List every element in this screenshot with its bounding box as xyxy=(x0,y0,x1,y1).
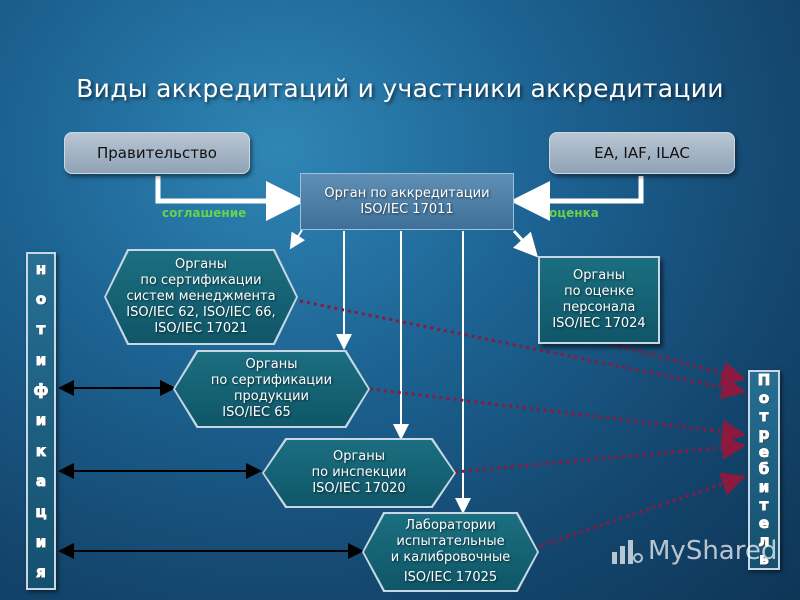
personnel-line: Органы xyxy=(572,268,626,283)
product-line: Органы xyxy=(245,357,298,372)
consumer-personnel xyxy=(611,342,746,385)
government-box: Правительство xyxy=(64,132,250,174)
chart-logo-icon xyxy=(612,540,643,564)
link-personnel xyxy=(512,229,539,258)
link-international xyxy=(510,176,644,221)
mgmt-line: ISO/IEC 17021 xyxy=(154,321,248,336)
mgmt-line: ISO/IEC 62, ISO/IEC 66, xyxy=(126,305,276,320)
consumer-inspection xyxy=(454,435,746,474)
notification-bar: н о т и ф и к а ц и я xyxy=(26,252,56,590)
personnel-line: по оценке xyxy=(564,284,634,299)
watermark: MyShared xyxy=(610,536,777,566)
assessment-label: оценка xyxy=(549,206,599,220)
product-cert-body: Органы по сертификации продукции ISO/IEC… xyxy=(173,350,370,428)
consumers-letter: и xyxy=(758,478,770,497)
notification-letter: и xyxy=(35,411,47,430)
laboratories-body: Лаборатории испытательные и калибровочны… xyxy=(362,512,539,592)
link-government xyxy=(155,176,306,221)
consumers-letter: р xyxy=(758,424,770,443)
watermark-text: MyShared xyxy=(648,536,778,566)
accreditation-body-line2: ISO/IEC 17011 xyxy=(360,201,454,217)
consumers-letter: т xyxy=(759,407,769,426)
consumer-labs xyxy=(539,472,746,548)
inspection-body: Органы по инспекции ISO/IEC 17020 xyxy=(262,438,456,508)
notification-letter: я xyxy=(36,563,47,582)
notification-letter: к xyxy=(35,441,47,460)
notification-letter: н xyxy=(35,259,47,278)
personnel-line: персонала xyxy=(562,300,636,315)
mgmt-line: систем менеджмента xyxy=(126,289,276,304)
inspection-line: ISO/IEC 17020 xyxy=(312,481,406,496)
notification-letter: а xyxy=(35,472,47,491)
consumers-letter: е xyxy=(758,513,770,532)
page-title: Виды аккредитаций и участники аккредитац… xyxy=(76,74,724,103)
consumer-mgmt xyxy=(299,299,746,400)
consumers-letter: ь xyxy=(759,549,769,568)
consumers-letter: П xyxy=(757,371,771,390)
product-line: ISO/IEC 65 xyxy=(222,405,291,420)
notification-letter: ц xyxy=(35,502,47,521)
accreditation-body-box: Орган по аккредитации ISO/IEC 17011 xyxy=(300,173,514,230)
mgmt-cert-body: Органы по сертификации систем менеджмент… xyxy=(104,249,298,345)
personnel-body: Органы по оценке персонала ISO/IEC 17024 xyxy=(538,256,660,344)
inspection-line: Органы xyxy=(332,449,386,464)
agreement-label: соглашение xyxy=(162,206,247,220)
labs-line: испытательные xyxy=(396,534,505,549)
consumers-letter: б xyxy=(758,460,770,479)
consumers-letter: т xyxy=(759,496,769,515)
inspection-line: по инспекции xyxy=(311,465,407,480)
accreditation-body-line1: Орган по аккредитации xyxy=(324,185,490,201)
consumers-letter: е xyxy=(758,442,770,461)
government-label: Правительство xyxy=(97,144,217,162)
international-orgs-label: EA, IAF, ILAC xyxy=(594,144,690,162)
notification-letter: и xyxy=(35,350,47,369)
product-line: продукции xyxy=(234,389,309,404)
consumers-bar: П о т р е б и т е л ь xyxy=(748,370,780,570)
international-orgs-box: EA, IAF, ILAC xyxy=(549,132,735,174)
labs-line: и калибровочные xyxy=(390,550,511,565)
notification-letter: т xyxy=(36,320,46,339)
labs-line: ISO/IEC 17025 xyxy=(403,570,498,585)
consumer-product xyxy=(369,387,746,444)
notification-letter: о xyxy=(35,290,47,309)
consumers-letter: о xyxy=(758,389,770,408)
link-mgmt xyxy=(289,229,306,250)
product-line: по сертификации xyxy=(210,373,333,388)
mgmt-line: Органы xyxy=(174,257,228,272)
consumers-letter: л xyxy=(758,531,770,550)
labs-line: Лаборатории xyxy=(405,518,496,533)
notification-letter: ф xyxy=(33,381,49,400)
notification-letter: и xyxy=(35,532,47,551)
personnel-line: ISO/IEC 17024 xyxy=(552,316,646,331)
mgmt-line: по сертификации xyxy=(140,273,262,288)
